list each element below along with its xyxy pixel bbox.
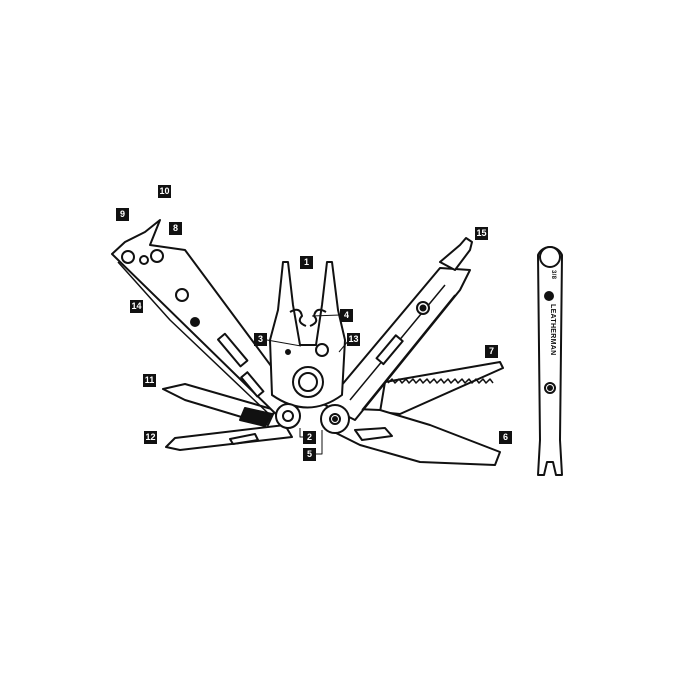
saw [379,361,504,415]
label-3: 3 [254,333,267,346]
main-blade [329,407,501,466]
label-4: 4 [340,309,353,322]
label-1: 1 [300,256,313,269]
wrench-brand: LEATHERMAN [549,304,556,356]
label-13: 13 [347,333,360,346]
wrench [537,246,563,476]
label-11: 11 [143,374,156,387]
label-8: 8 [169,222,182,235]
wrench-size-marking: 3/8 [550,270,556,280]
leatherman-logo-icon [544,291,554,301]
label-15: 15 [475,227,488,240]
label-9: 9 [116,208,129,221]
label-5: 5 [303,448,316,461]
left-handle [111,219,301,421]
pivots [275,403,350,434]
label-14: 14 [130,300,143,313]
label-2: 2 [303,431,316,444]
screwdriver-bit [439,237,473,271]
label-10: 10 [158,185,171,198]
label-7: 7 [485,345,498,358]
file-tool [162,383,276,427]
right-handle [324,267,471,421]
left-blade [165,424,293,451]
label-12: 12 [144,431,157,444]
label-6: 6 [499,431,512,444]
pliers [269,261,346,409]
